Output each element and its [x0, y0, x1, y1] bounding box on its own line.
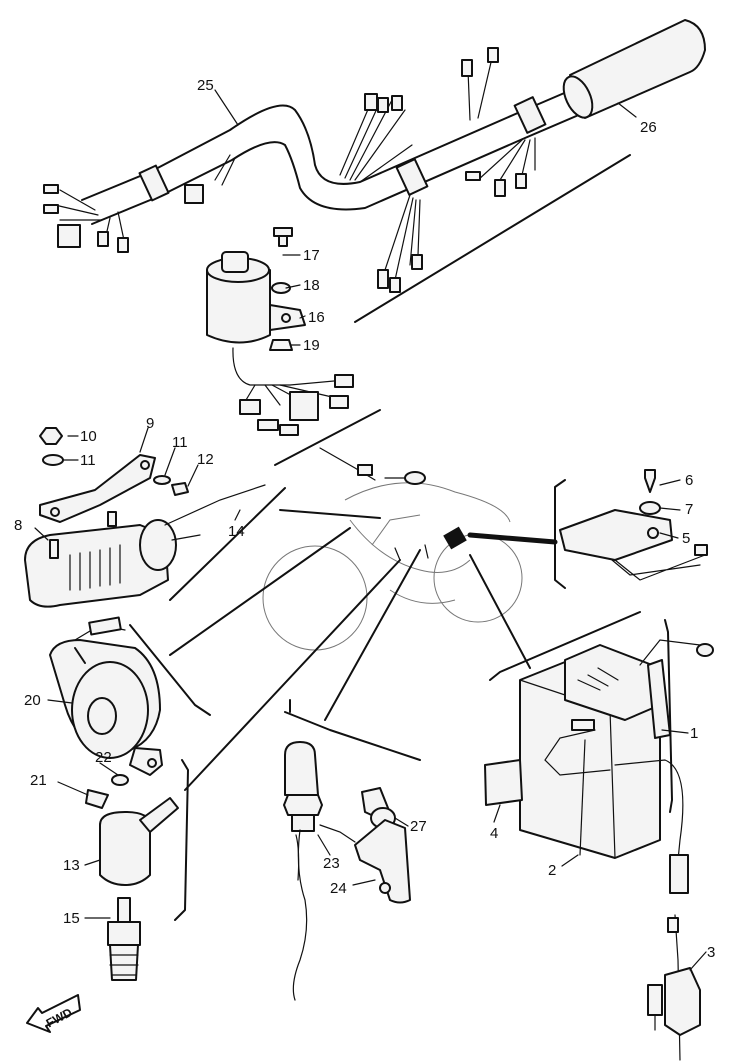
- fuse-holder-assembly: [647, 914, 701, 1061]
- handlebar-harness: [43, 19, 706, 323]
- label-5: 5: [682, 530, 690, 547]
- label-6: 6: [685, 472, 693, 489]
- label-11-right: 11: [172, 434, 188, 451]
- label-26: 26: [640, 119, 657, 136]
- label-27: 27: [410, 818, 427, 835]
- label-7: 7: [685, 501, 693, 518]
- label-20: 20: [24, 692, 41, 709]
- label-11-left: 11: [80, 452, 96, 469]
- label-3: 3: [707, 944, 715, 961]
- leader-lines: [34, 89, 707, 971]
- label-13: 13: [63, 857, 80, 874]
- ignition-assembly: [85, 559, 401, 981]
- label-10: 10: [80, 428, 97, 445]
- rectifier-assembly: [24, 427, 381, 608]
- label-4: 4: [490, 825, 498, 842]
- label-8: 8: [14, 517, 22, 534]
- label-23: 23: [323, 855, 340, 872]
- label-14: 14: [228, 523, 245, 540]
- relay-assembly: [443, 469, 708, 589]
- motorcycle-outline: [262, 482, 523, 651]
- fwd-arrow-marker: FWD: [26, 994, 81, 1033]
- label-22: 22: [95, 749, 112, 766]
- label-24: 24: [330, 880, 347, 897]
- label-17: 17: [303, 247, 320, 264]
- label-16: 16: [308, 309, 325, 326]
- label-2: 2: [548, 862, 556, 879]
- label-9: 9: [146, 415, 154, 432]
- label-25: 25: [197, 77, 214, 94]
- battery-assembly: [469, 554, 714, 894]
- neutral-switch-assembly: [283, 544, 429, 1001]
- label-12: 12: [197, 451, 214, 468]
- part-number-labels: 25 26 17 18 16 19 10 11 9 11 12 14 8 6 7…: [14, 77, 715, 961]
- horn-assembly: [49, 527, 351, 776]
- label-19: 19: [303, 337, 320, 354]
- main-switch-assembly: [206, 227, 426, 485]
- label-1: 1: [690, 725, 698, 742]
- label-18: 18: [303, 277, 320, 294]
- label-21: 21: [30, 772, 47, 789]
- label-15: 15: [63, 910, 80, 927]
